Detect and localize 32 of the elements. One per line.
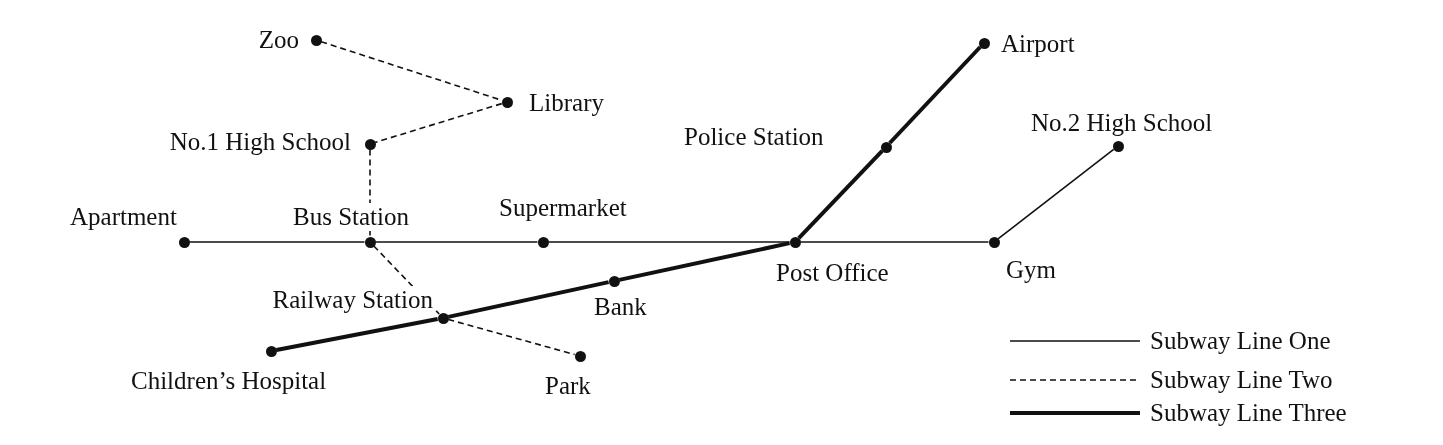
subway-line <box>374 241 539 243</box>
dashed-subway-line <box>374 102 503 144</box>
station-dot <box>880 141 892 153</box>
station-dot <box>364 236 376 248</box>
thick-subway-line <box>618 241 791 282</box>
station-label: Bus Station <box>292 203 410 231</box>
thick-subway-line <box>888 45 982 145</box>
subway-line <box>997 148 1115 240</box>
legend-label: Subway Line Three <box>1150 399 1347 427</box>
legend-label: Subway Line Two <box>1150 366 1333 394</box>
subway-line <box>188 241 366 243</box>
station-dot <box>789 236 801 248</box>
station-dot <box>265 345 277 357</box>
station-dot <box>178 236 190 248</box>
station-dot <box>364 138 376 150</box>
thick-subway-line <box>276 317 438 352</box>
legend-label: Subway Line One <box>1150 327 1331 355</box>
subway-line <box>799 241 990 243</box>
station-dot <box>978 37 990 49</box>
station-dot <box>1112 140 1124 152</box>
station-dot <box>988 236 1000 248</box>
station-dot <box>501 96 513 108</box>
station-dot <box>537 236 549 248</box>
dashed-subway-line <box>447 318 576 356</box>
station-dot <box>574 350 586 362</box>
thick-subway-line <box>797 149 884 240</box>
station-dot <box>310 34 322 46</box>
station-label: Railway Station <box>271 286 434 314</box>
station-dot <box>608 275 620 287</box>
thick-subway-line <box>447 280 610 319</box>
station-dot <box>437 312 449 324</box>
subway-line <box>547 241 791 243</box>
